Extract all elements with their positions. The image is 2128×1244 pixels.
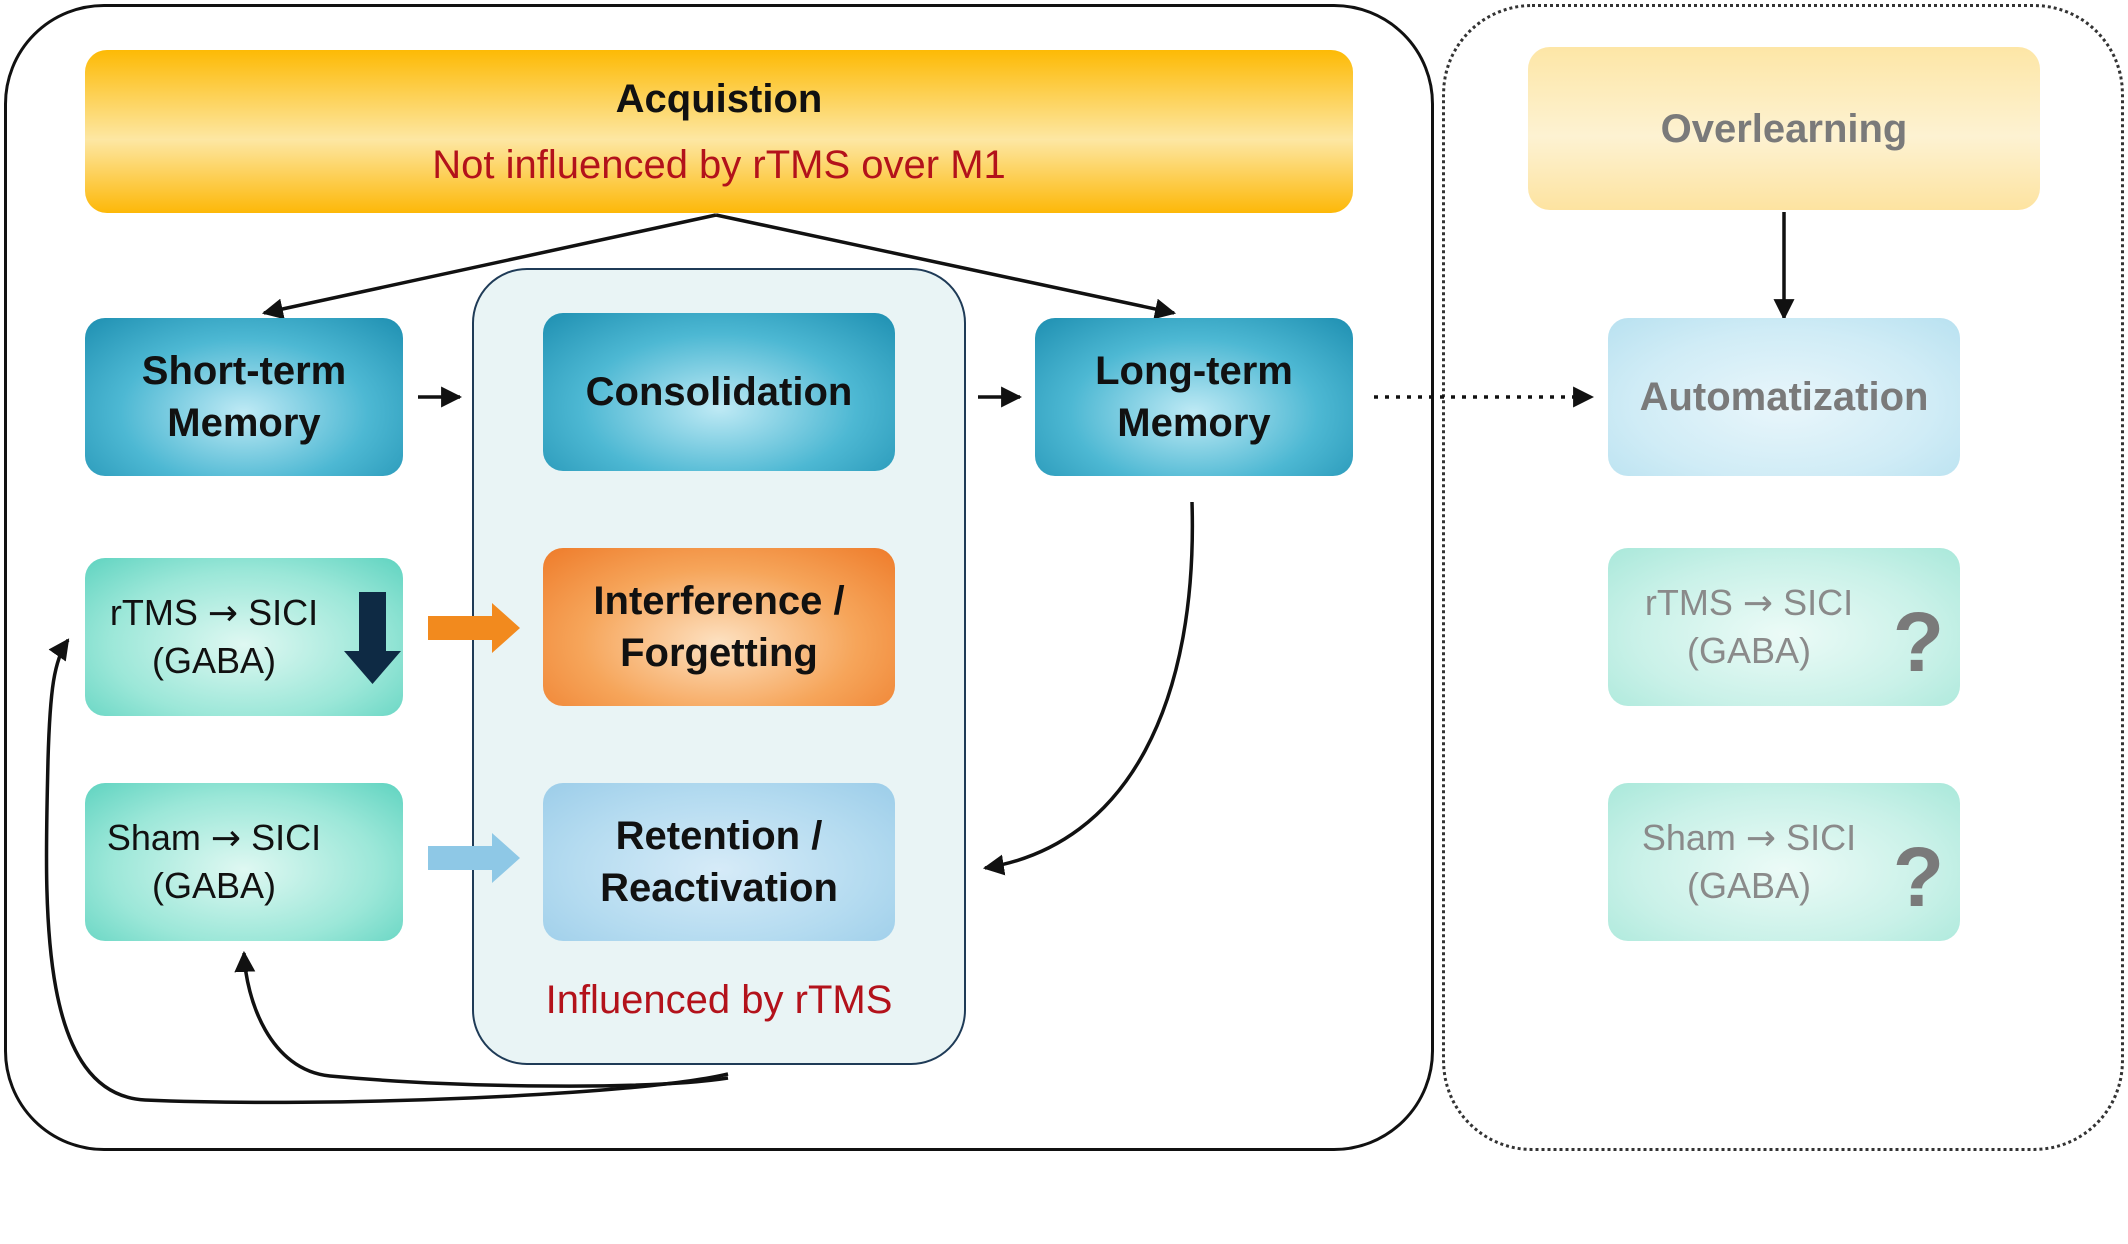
automatization-label: Automatization (1639, 375, 1929, 419)
future-research-frame (1442, 4, 2124, 1151)
arrow-retention-to-sham (234, 950, 729, 1088)
arrow-retention-to-rtms (44, 638, 729, 1105)
arrow-acq-to-short-term (261, 213, 717, 320)
short-term-memory-box: Short-term Memory (85, 318, 403, 476)
sham-label: Sham (106, 816, 201, 858)
sham-sici-box: Sham → SICI (GABA) (85, 783, 403, 941)
long-term-memory-label: Long-term Memory (1095, 349, 1293, 445)
acquisition-subtitle: Not influenced by rTMS over M1 (432, 142, 1006, 187)
gaba-label: (GABA) (1686, 864, 1811, 906)
acquisition-title: Acquistion (615, 76, 823, 121)
rtms-sici-box: rTMS → SICI (GABA) (85, 558, 403, 716)
retention-box: Retention / Reactivation (543, 783, 895, 941)
current-study-frame (4, 4, 1434, 1151)
automatization-box: Automatization (1608, 318, 1960, 476)
overlearning-label: Overlearning (1660, 106, 1908, 151)
future-rtms-sici-box: rTMS → SICI (GABA) ? (1608, 548, 1960, 706)
gaba-label: (GABA) (151, 864, 276, 906)
sici-label: SICI (251, 816, 322, 858)
sici-label: SICI (248, 591, 319, 633)
sici-label: SICI (1783, 581, 1854, 623)
gaba-label: (GABA) (151, 639, 276, 681)
consolidation-label: Consolidation (585, 370, 853, 414)
question-mark-icon: ? (1892, 830, 1944, 924)
acquisition-box: Acquistion Not influenced by rTMS over M… (85, 50, 1353, 213)
influenced-label: Influenced by rTMS (545, 978, 893, 1022)
orange-arrow-icon (428, 603, 520, 653)
question-mark-icon: ? (1892, 595, 1944, 689)
sici-label: SICI (1786, 816, 1857, 858)
blue-arrow-icon (428, 833, 520, 883)
arrow-acq-to-long-term (715, 213, 1177, 320)
connectors (44, 212, 1795, 1105)
overlearning-box: Overlearning (1528, 47, 2040, 210)
right-arrow-icon: → (207, 592, 239, 634)
short-term-memory-label: Short-term Memory (141, 349, 347, 445)
consolidation-box: Consolidation (543, 313, 895, 471)
rtms-label: rTMS (109, 591, 198, 633)
arrow-down-icon (431, 1148, 485, 1244)
future-sham-sici-box: Sham → SICI (GABA) ? (1608, 783, 1960, 941)
sham-label: Sham (1641, 816, 1736, 858)
retention-label: Retention / Reactivation (600, 814, 838, 910)
right-arrow-icon: → (210, 817, 242, 859)
right-arrow-icon: → (1742, 582, 1774, 624)
long-term-memory-box: Long-term Memory (1035, 318, 1353, 476)
interference-label: Interference / Forgetting (593, 579, 845, 675)
gaba-label: (GABA) (1686, 629, 1811, 671)
right-arrow-icon: → (1745, 817, 1777, 859)
rtms-label: rTMS (1644, 581, 1733, 623)
interference-box: Interference / Forgetting (543, 548, 895, 706)
arrow-long-to-retention (982, 501, 1195, 876)
